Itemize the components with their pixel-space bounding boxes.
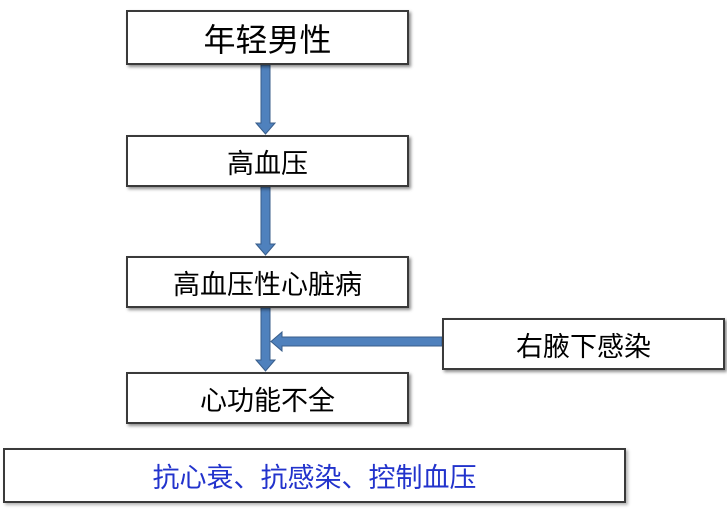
arrow-young-male-to-hypertension	[254, 64, 277, 135]
node-axillary-infection-label: 右腋下感染	[516, 331, 651, 363]
node-heart-failure-label: 心功能不全	[200, 385, 335, 417]
node-young-male: 年轻男性	[126, 10, 409, 65]
node-hypertension: 高血压	[126, 135, 409, 187]
node-treatment: 抗心衰、抗感染、控制血压	[3, 448, 626, 503]
node-hypertension-label: 高血压	[227, 148, 308, 180]
node-hypertensive-heart-disease: 高血压性心脏病	[126, 256, 409, 308]
node-heart-failure: 心功能不全	[126, 372, 409, 424]
node-young-male-label: 年轻男性	[203, 20, 332, 59]
arrow-hhd-to-heart-failure	[254, 307, 277, 372]
node-hypertensive-heart-disease-label: 高血压性心脏病	[173, 269, 362, 301]
arrow-infection-to-main	[270, 330, 443, 353]
node-treatment-label: 抗心衰、抗感染、控制血压	[152, 463, 477, 494]
node-axillary-infection: 右腋下感染	[442, 318, 725, 370]
arrow-hypertension-to-hhd	[254, 186, 277, 256]
